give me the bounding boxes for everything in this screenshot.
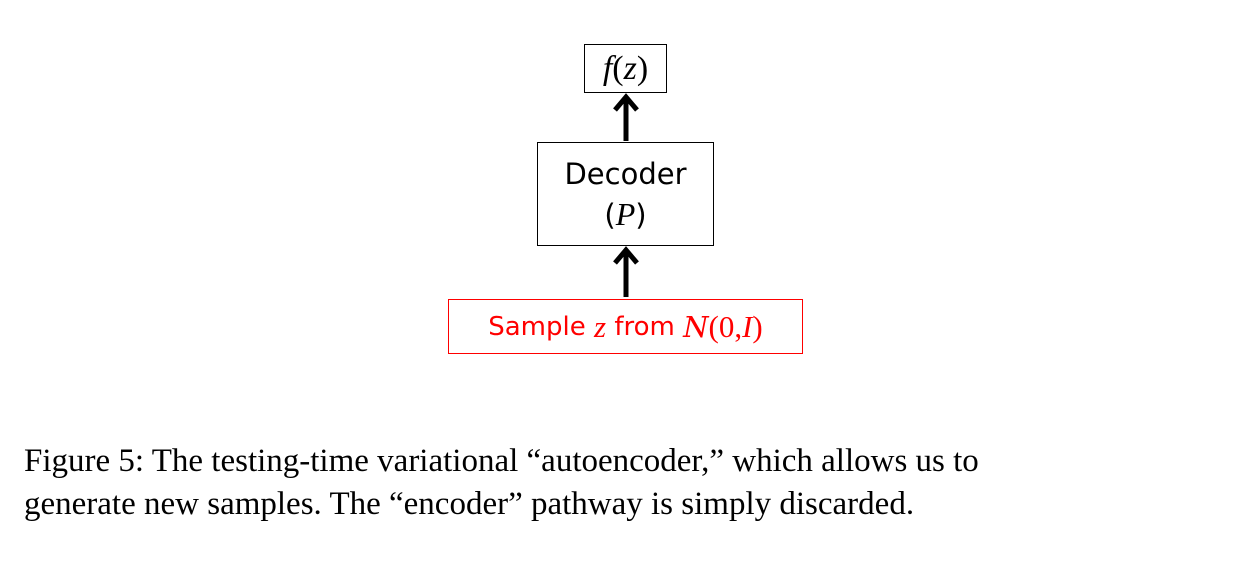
decoder-close-paren: ) — [635, 197, 647, 232]
caption-line-1: Figure 5: The testing-time variational “… — [24, 443, 979, 479]
decoder-open-paren: ( — [604, 197, 616, 232]
figure-caption: Figure 5: The testing-time variational “… — [24, 440, 1244, 526]
output-close-paren: ) — [636, 49, 649, 87]
arrow-decoder-to-output — [613, 93, 639, 141]
sample-variable: z — [594, 308, 607, 344]
decoder-label: Decoder — [564, 156, 687, 191]
decoder-symbol-line: (P) — [604, 194, 646, 235]
decoder-symbol: P — [615, 195, 636, 232]
distribution-args-close: ) — [752, 308, 763, 344]
caption-line-2: generate new samples. The “encoder” path… — [24, 486, 915, 522]
sample-word: Sample — [488, 311, 586, 342]
output-function-symbol: f — [602, 49, 613, 87]
output-variable: z — [623, 49, 637, 87]
sample-box: Sample z from N(0, I) — [448, 299, 803, 354]
distribution-args-open: (0, — [708, 308, 743, 344]
sample-from-word: from — [614, 311, 675, 342]
arrow-sample-to-decoder — [613, 246, 639, 297]
output-open-paren: ( — [612, 49, 624, 87]
decoder-box: Decoder (P) — [537, 142, 714, 246]
normal-distribution-symbol: N — [683, 309, 709, 344]
distribution-identity: I — [742, 308, 753, 344]
output-box-f-of-z: f(z) — [584, 44, 667, 93]
